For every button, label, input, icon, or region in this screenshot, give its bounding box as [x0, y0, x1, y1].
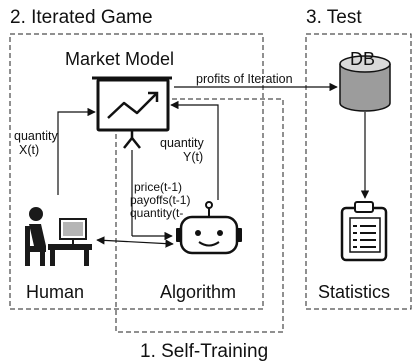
quantity-y-label-1: quantity [160, 136, 204, 150]
market-model-label: Market Model [65, 49, 175, 69]
iterated-game-title: 2. Iterated Game [10, 7, 153, 28]
feedback-label-2: payoffs(t-1) [130, 193, 191, 207]
quantity-x-label-2: X(t) [19, 143, 40, 157]
robot-head-icon [176, 201, 242, 255]
db-label: DB [350, 49, 376, 69]
human-label: Human [26, 282, 85, 302]
person-at-desk-icon [25, 207, 92, 266]
feedback-label-1: price(t-1) [134, 180, 183, 194]
human-algorithm-arrow [96, 236, 174, 248]
self-training-title: 1. Self-Training [140, 341, 269, 362]
test-title: 3. Test [306, 7, 362, 28]
clipboard-list-icon [340, 201, 388, 262]
feedback-label-3: quantity(t- [130, 206, 184, 220]
profits-label: profits of Iteration [196, 72, 293, 86]
quantity-x-label-1: quantity [14, 129, 58, 143]
quantity-y-label-2: Y(t) [183, 150, 204, 164]
database-icon [339, 55, 391, 112]
self-training-region [115, 98, 284, 333]
test-region [305, 33, 412, 310]
algorithm-quantity-arrow [170, 100, 219, 200]
presentation-chart-icon [92, 76, 172, 149]
human-quantity-arrow [57, 107, 96, 195]
algorithm-label: Algorithm [160, 282, 237, 302]
statistics-label: Statistics [318, 282, 391, 302]
